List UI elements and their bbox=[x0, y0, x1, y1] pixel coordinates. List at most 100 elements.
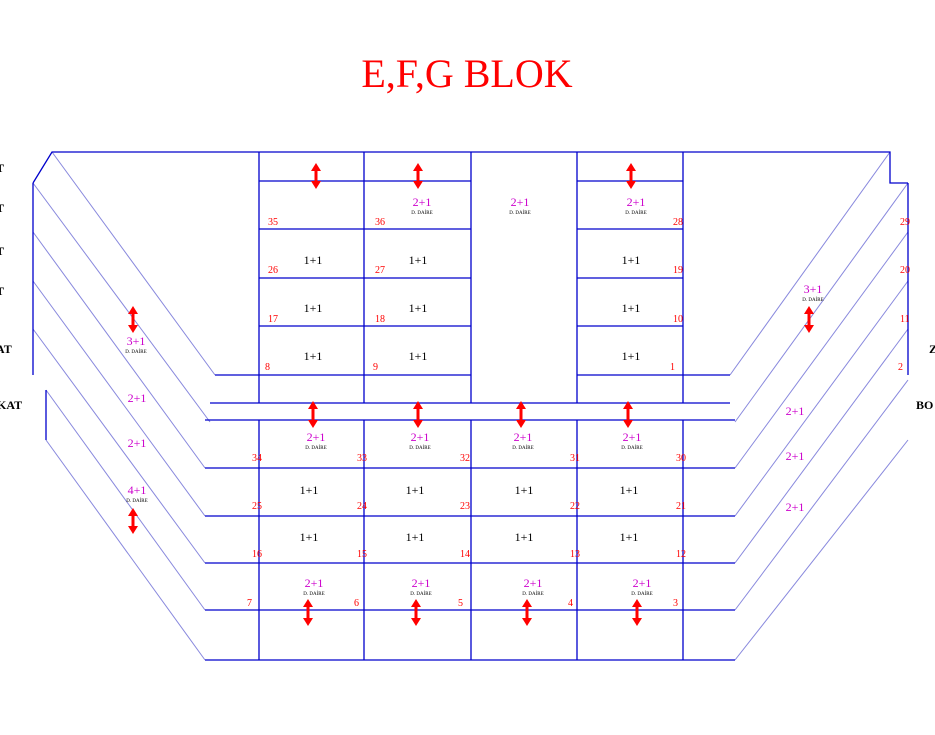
unit-type-label: 3+1 bbox=[127, 334, 146, 348]
diagram-title: E,F,G BLOK bbox=[361, 51, 572, 96]
building-walls bbox=[32, 151, 909, 661]
unit-type-label: 2+1 bbox=[511, 195, 530, 209]
unit-type-label: 2+1 bbox=[786, 449, 805, 463]
unit-number: 30 bbox=[676, 453, 686, 464]
unit-type-label: 1+1 bbox=[304, 301, 323, 315]
floor-label: T bbox=[0, 244, 4, 258]
unit-number: 11 bbox=[900, 314, 910, 325]
unit-number: 10 bbox=[673, 314, 683, 325]
unit-type-label: 3+1 bbox=[804, 282, 823, 296]
unit-number: 22 bbox=[570, 501, 580, 512]
double-arrow-icon bbox=[311, 163, 321, 189]
unit-number: 3 bbox=[673, 598, 678, 609]
unit-type-label: 4+1 bbox=[128, 483, 147, 497]
double-arrow-icon bbox=[413, 163, 423, 189]
unit-type-label: 2+1 bbox=[786, 500, 805, 514]
unit-number: 13 bbox=[570, 549, 580, 560]
unit-type-label: 2+1 bbox=[524, 576, 543, 590]
unit-type-label: 2+1 bbox=[413, 195, 432, 209]
double-arrow-icon bbox=[128, 306, 138, 333]
unit-type-label: 1+1 bbox=[515, 483, 534, 497]
unit-type-label: 2+1 bbox=[411, 430, 430, 444]
unit-type-label: 1+1 bbox=[622, 301, 641, 315]
unit-number: 14 bbox=[460, 549, 470, 560]
double-arrow-icon bbox=[804, 306, 814, 333]
unit-type-label: 1+1 bbox=[409, 253, 428, 267]
unit-number: 25 bbox=[252, 501, 262, 512]
floor-label: BO bbox=[916, 398, 933, 412]
unit-type-label: 2+1 bbox=[307, 430, 326, 444]
unit-type-label: 2+1 bbox=[633, 576, 652, 590]
unit-number: 27 bbox=[375, 265, 385, 276]
unit-sub-label: D. DAİRE bbox=[126, 498, 147, 504]
unit-type-label: 1+1 bbox=[409, 301, 428, 315]
unit-number: 24 bbox=[357, 501, 367, 512]
unit-number: 32 bbox=[460, 453, 470, 464]
double-arrow-icon bbox=[623, 401, 633, 428]
floor-label: T bbox=[0, 201, 4, 215]
unit-number: 6 bbox=[354, 598, 359, 609]
unit-type-label: 2+1 bbox=[128, 391, 147, 405]
unit-type-label: 1+1 bbox=[304, 253, 323, 267]
floor-labels-right: Z BO bbox=[916, 342, 935, 412]
unit-number: 12 bbox=[676, 549, 686, 560]
unit-number: 9 bbox=[373, 362, 378, 373]
unit-sub-label: D. DAİRE bbox=[522, 591, 543, 597]
unit-sub-label: D. DAİRE bbox=[621, 445, 642, 451]
unit-sub-label: D. DAİRE bbox=[410, 591, 431, 597]
unit-number: 7 bbox=[247, 598, 252, 609]
unit-number: 17 bbox=[268, 314, 278, 325]
unit-sub-label: D. DAİRE bbox=[409, 445, 430, 451]
double-arrow-icon bbox=[522, 599, 532, 626]
unit-type-label: 1+1 bbox=[304, 349, 323, 363]
double-arrow-icon bbox=[413, 401, 423, 428]
unit-number: 36 bbox=[375, 217, 385, 228]
unit-number: 20 bbox=[900, 265, 910, 276]
unit-type-label: 2+1 bbox=[305, 576, 324, 590]
unit-type-label: 1+1 bbox=[300, 530, 319, 544]
floor-label: T bbox=[0, 284, 4, 298]
unit-number: 18 bbox=[375, 314, 385, 325]
unit-type-label: 2+1 bbox=[412, 576, 431, 590]
double-arrow-icon bbox=[303, 599, 313, 626]
unit-sub-label: D. DAİRE bbox=[625, 210, 646, 216]
unit-number: 1 bbox=[670, 362, 675, 373]
unit-sub-label: D. DAİRE bbox=[303, 591, 324, 597]
unit-number: 23 bbox=[460, 501, 470, 512]
unit-number: 34 bbox=[252, 453, 262, 464]
unit-type-label: 2+1 bbox=[627, 195, 646, 209]
perspective-edges bbox=[32, 151, 909, 661]
unit-number: 5 bbox=[458, 598, 463, 609]
unit-number: 28 bbox=[673, 217, 683, 228]
unit-number: 29 bbox=[900, 217, 910, 228]
double-arrow-icon bbox=[626, 163, 636, 189]
unit-type-label: 2+1 bbox=[786, 404, 805, 418]
double-arrow-icon bbox=[632, 599, 642, 626]
unit-number: 33 bbox=[357, 453, 367, 464]
unit-number: 2 bbox=[898, 362, 903, 373]
unit-number: 16 bbox=[252, 549, 262, 560]
unit-number: 21 bbox=[676, 501, 686, 512]
unit-number: 4 bbox=[568, 598, 573, 609]
unit-type-label: 1+1 bbox=[409, 349, 428, 363]
double-arrow-icon bbox=[411, 599, 421, 626]
entrance-arrows bbox=[128, 163, 814, 626]
floor-label: AT bbox=[0, 342, 12, 356]
unit-number: 31 bbox=[570, 453, 580, 464]
unit-type-label: 2+1 bbox=[514, 430, 533, 444]
unit-sub-label: D. DAİRE bbox=[411, 210, 432, 216]
unit-number: 19 bbox=[673, 265, 683, 276]
unit-type-label: 1+1 bbox=[515, 530, 534, 544]
unit-type-label: 2+1 bbox=[128, 436, 147, 450]
unit-type-label: 1+1 bbox=[406, 483, 425, 497]
unit-sub-label: D. DAİRE bbox=[512, 445, 533, 451]
unit-type-label: 1+1 bbox=[622, 349, 641, 363]
double-arrow-icon bbox=[128, 508, 138, 534]
unit-type-label: 1+1 bbox=[406, 530, 425, 544]
unit-sub-label: D. DAİRE bbox=[802, 297, 823, 303]
floor-labels-left: T T T T AT KAT bbox=[0, 161, 22, 412]
floor-label: KAT bbox=[0, 398, 22, 412]
unit-type-label: 1+1 bbox=[622, 253, 641, 267]
